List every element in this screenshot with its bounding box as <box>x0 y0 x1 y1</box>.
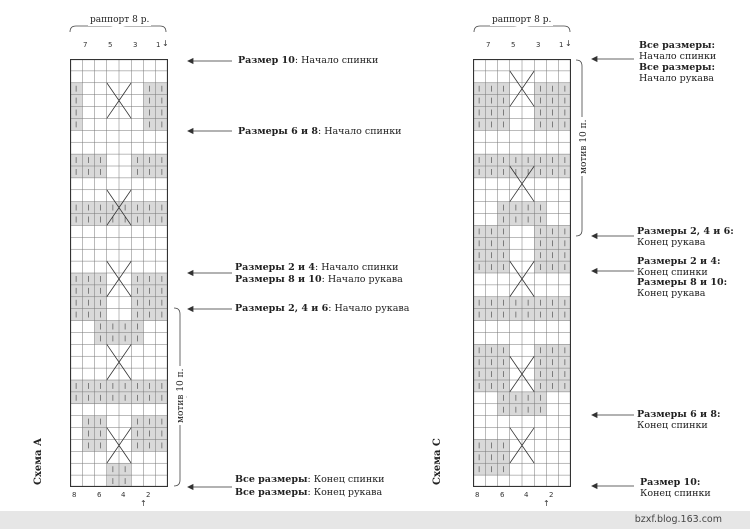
motif-label-c: мотив 10 п. <box>579 117 589 176</box>
top-number: 3 <box>536 41 541 49</box>
annotation-c-6: Размеры 6 и 8:Конец спинки <box>637 409 721 431</box>
bottom-number: 4 <box>524 491 529 499</box>
top-number: 1 <box>559 41 564 49</box>
top-number: 7 <box>486 41 491 49</box>
annotation-arrows-c <box>591 55 634 490</box>
annotation-a-5: Размеры 2, 4 и 6: Начало рукава <box>235 303 410 314</box>
rapport-label-a: раппорт 8 р. <box>88 15 152 26</box>
rapport-label-c: раппорт 8 р. <box>490 15 554 26</box>
annotation-c-4: Размеры 2 и 4:Конец спинки <box>637 256 721 278</box>
arrow-down-icon: ↓ <box>565 39 572 48</box>
annotation-c-2: Все размеры:Начало рукава <box>639 62 715 84</box>
annotation-a-6: Все размеры: Конец спинки <box>235 474 385 485</box>
annotation-arrows-a <box>187 57 232 491</box>
top-number: 3 <box>133 41 138 49</box>
annotation-c-7: Размер 10:Конец спинки <box>640 477 711 499</box>
annotation-a-4: Размеры 8 и 10: Начало рукава <box>235 274 403 285</box>
annotation-a-7: Все размеры: Конец рукава <box>235 487 383 498</box>
scheme-title-c: Схема С <box>432 438 443 485</box>
arrow-up-icon: ↑ <box>543 499 550 508</box>
motif-label-a: мотив 10 п. <box>176 366 186 425</box>
watermark: bzxf.blog.163.com <box>634 514 722 525</box>
scheme-title-a: Схема А <box>33 437 44 485</box>
annotation-c-3: Размеры 2, 4 и 6:Конец рукава <box>637 226 734 248</box>
annotation-c-5: Размеры 8 и 10:Конец рукава <box>637 277 728 299</box>
bottom-number: 4 <box>121 491 126 499</box>
annotation-a-2: Размеры 6 и 8: Начало спинки <box>238 126 402 137</box>
bottom-number: 6 <box>97 491 102 499</box>
top-number: 7 <box>83 41 88 49</box>
bottom-number: 6 <box>500 491 505 499</box>
bottom-number: 2 <box>549 491 554 499</box>
bottom-number: 8 <box>72 491 77 499</box>
motif-bracket-a <box>173 307 187 487</box>
knitting-chart-a <box>70 59 168 487</box>
top-number: 1 <box>156 41 161 49</box>
arrow-up-icon: ↑ <box>140 499 147 508</box>
arrow-down-icon: ↓ <box>162 39 169 48</box>
knitting-chart-c <box>473 59 571 487</box>
bottom-number: 2 <box>146 491 151 499</box>
annotation-a-3: Размеры 2 и 4: Начало спинки <box>235 262 399 273</box>
top-number: 5 <box>108 41 113 49</box>
annotation-c-1: Все размеры:Начало спинки <box>639 40 717 62</box>
bottom-number: 8 <box>475 491 480 499</box>
top-number: 5 <box>511 41 516 49</box>
annotation-a-1: Размер 10: Начало спинки <box>238 55 379 66</box>
footer-bar: bzxf.blog.163.com <box>0 511 750 529</box>
